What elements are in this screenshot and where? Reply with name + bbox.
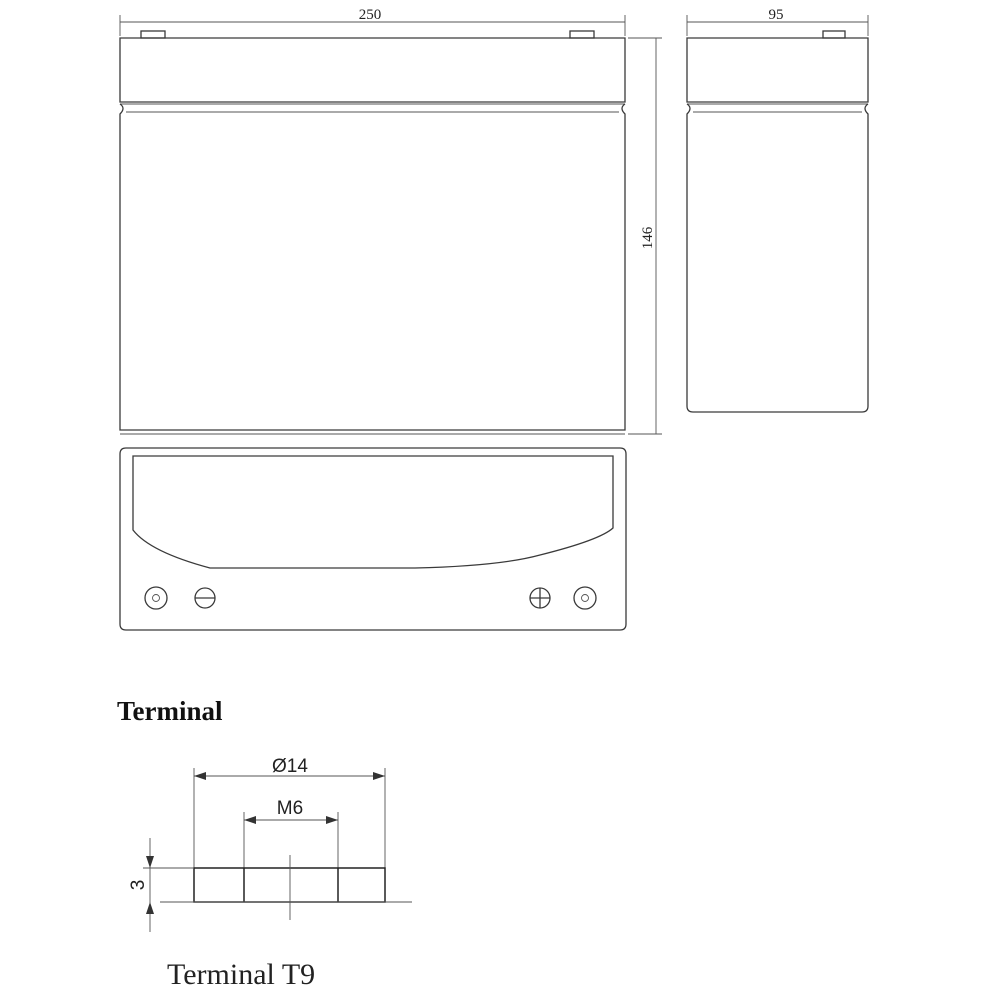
front-right-terminal-tab	[569, 30, 595, 39]
side-view	[686, 30, 869, 413]
thread-label: M6	[277, 798, 303, 819]
front-lid	[119, 37, 626, 103]
top-view-label-recess	[132, 455, 614, 569]
front-view	[119, 30, 626, 435]
length-dimension: 250	[119, 7, 626, 36]
negative-terminal-outer	[144, 586, 168, 610]
terminal-heading: Terminal	[117, 696, 223, 726]
terminal-caption: Terminal T9	[167, 958, 316, 991]
front-left-terminal-tab	[140, 30, 166, 39]
diameter-label: Ø14	[272, 756, 308, 777]
terminal-body	[193, 867, 386, 903]
side-lid	[686, 37, 869, 103]
side-terminal-tab	[822, 30, 846, 39]
side-body	[686, 103, 869, 413]
height-dimension: 146	[628, 37, 662, 435]
length-label: 250	[359, 7, 382, 23]
width-label: 95	[769, 7, 784, 23]
top-view	[119, 447, 627, 631]
positive-terminal-outer	[573, 586, 597, 610]
negative-terminal-hole	[152, 594, 160, 602]
height-label: 146	[640, 226, 656, 249]
front-body	[119, 103, 626, 431]
width-dimension: 95	[686, 7, 869, 36]
top-view-outline	[119, 447, 627, 631]
positive-terminal-hole	[581, 594, 589, 602]
terminal-detail: Ø14 M6 3	[128, 756, 412, 932]
terminal-height-label: 3	[128, 880, 149, 891]
